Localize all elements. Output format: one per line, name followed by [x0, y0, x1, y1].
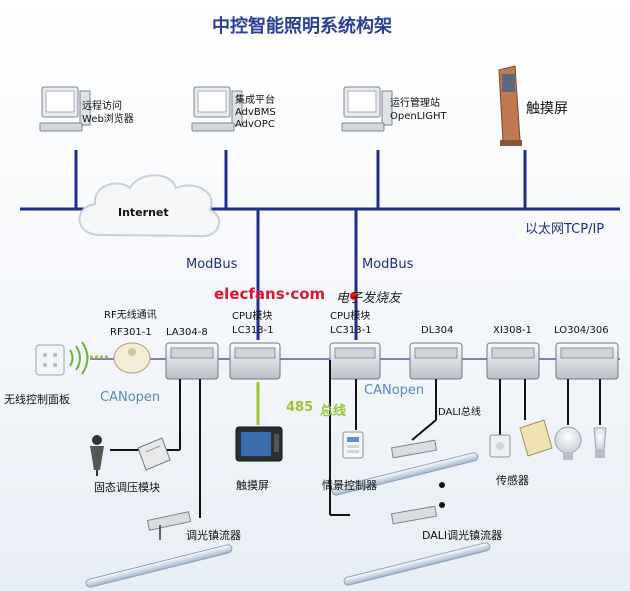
scene-controller-label: 情景控制器 — [322, 479, 377, 492]
computer-icon — [341, 86, 393, 132]
integration-label-2: AdvBMS — [235, 107, 276, 118]
sensor-label: 传感器 — [496, 474, 529, 487]
ops-label-2: OpenLIGHT — [390, 111, 447, 122]
module-lo304 — [555, 342, 619, 380]
computer-icon — [191, 86, 243, 132]
bulb-icon — [593, 427, 607, 458]
page-title: 中控智能照明系统构架 — [212, 16, 392, 37]
modbus-left-label: ModBus — [186, 257, 238, 272]
dimmer-module-label: 固态调压模块 — [94, 481, 160, 494]
lo304-label: LO304/306 — [554, 325, 609, 336]
touch-panel-icon — [235, 426, 283, 462]
watermark — [350, 292, 358, 300]
cpu-left-title: CPU模块 — [232, 311, 273, 322]
ballast-left-label: 调光镇流器 — [186, 529, 241, 542]
dimmer-module-icon — [137, 437, 171, 471]
cpu-right-wiring — [329, 360, 357, 516]
xi308-wiring — [499, 379, 526, 435]
module-cpu-left — [229, 342, 281, 380]
la304-label: LA304-8 — [166, 327, 208, 338]
canopen-left-label: CANopen — [100, 390, 161, 405]
lamp-icon — [90, 435, 104, 476]
sensor-icon — [489, 434, 511, 458]
dali-tube-bottom — [343, 542, 491, 586]
ops-label-1: 运行管理站 — [390, 98, 440, 109]
cpu-left-label: LC313-1 — [232, 325, 274, 336]
cpu-right-label: LC313-1 — [330, 325, 372, 336]
scene-controller-icon — [342, 431, 364, 459]
dali-tube-top — [331, 452, 479, 496]
integration-label-3: AdvOPC — [235, 119, 275, 130]
module-dl304 — [409, 342, 463, 380]
canopen-right-label: CANopen — [364, 383, 425, 398]
dali-ballast-label: DALI调光镇流器 — [422, 529, 503, 542]
rf301-detector — [113, 342, 151, 374]
wireless-panel-icon — [35, 341, 89, 376]
module-xi308 — [486, 342, 540, 380]
computer-icon — [39, 86, 91, 132]
touch-screen-bottom-label: 触摸屏 — [236, 479, 269, 492]
kiosk-icon — [498, 65, 522, 146]
dali-ballast-top — [390, 439, 438, 459]
modbus-right-label: ModBus — [362, 257, 414, 272]
remote-label-2: Web浏览器 — [82, 114, 134, 125]
watermark-brand: elecfans·com — [214, 285, 326, 303]
internet-label: Internet — [118, 206, 169, 219]
sensor-panel-icon — [519, 419, 553, 457]
cpu-right-title: CPU模块 — [330, 311, 371, 322]
ballast-left — [146, 511, 192, 540]
module-la304 — [165, 342, 219, 380]
module-cpu-right — [329, 342, 381, 380]
xi308-label: XI308-1 — [493, 325, 532, 336]
dali-ballast-bottom — [390, 505, 438, 525]
rs485-label: 485 — [286, 400, 314, 415]
dali-bus-label: DALI总线 — [438, 407, 481, 418]
tube-left — [85, 544, 233, 588]
remote-label-1: 远程访问 — [82, 101, 122, 112]
rs485-suffix-label: 总线 — [320, 404, 347, 419]
dl304-label: DL304 — [421, 325, 454, 336]
wireless-panel-label: 无线控制面板 — [4, 393, 70, 406]
internet-cloud — [78, 174, 221, 238]
rf-title-label: RF无线通讯 — [104, 310, 157, 321]
touch-screen-top-label: 触摸屏 — [526, 101, 568, 117]
rf301-label: RF301-1 — [110, 327, 152, 338]
ethernet-label: 以太网TCP/IP — [525, 222, 605, 237]
lo304-wiring — [567, 379, 601, 425]
bulb-icon — [554, 426, 582, 460]
integration-label-1: 集成平台 — [235, 95, 275, 106]
watermark-cn: 电子发烧友 — [336, 291, 402, 306]
